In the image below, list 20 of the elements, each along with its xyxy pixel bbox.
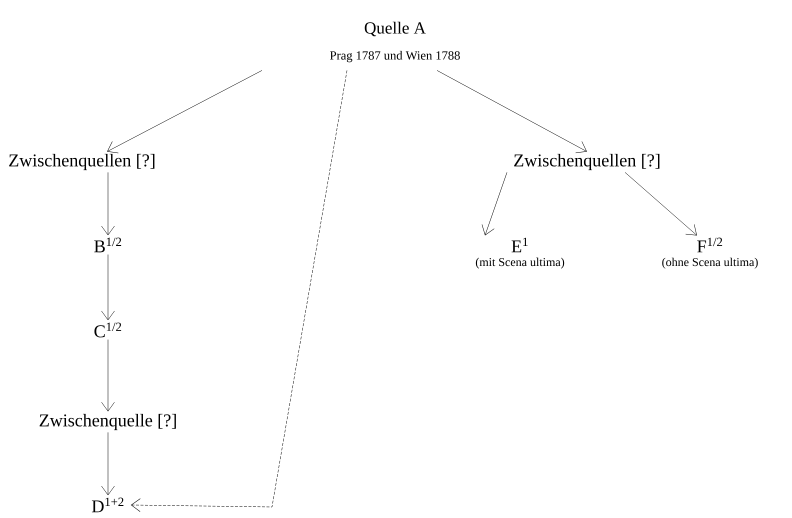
source-caption: (ohne Scena ultima) (662, 258, 758, 269)
source-caption: (mit Scena ultima) (476, 258, 564, 269)
arrow (624, 172, 697, 236)
source-label: F$^{1/2}$ (697, 238, 722, 252)
arrow (436, 70, 587, 154)
source-label: D$^{1+2}$ (92, 498, 124, 512)
source-label: Zwischenquellen [?] (514, 154, 660, 170)
arrow (482, 172, 508, 236)
source-label: E$^{1}$ (512, 238, 528, 252)
source-heading: Quelle A Prag 1787 und Wien 1788 (330, 22, 460, 62)
arrow (107, 70, 262, 154)
source-label: Zwischenquellen [?] (9, 154, 154, 170)
arrow (101, 432, 115, 496)
arrow (101, 339, 115, 412)
source-label: Zwischenquelle [?] (40, 414, 176, 430)
source-label: B$^{1/2}$ (94, 238, 122, 252)
arrow (101, 254, 115, 320)
arrow (101, 172, 115, 236)
source-label: C$^{1/2}$ (94, 322, 122, 338)
dashed-arrow (131, 70, 348, 512)
